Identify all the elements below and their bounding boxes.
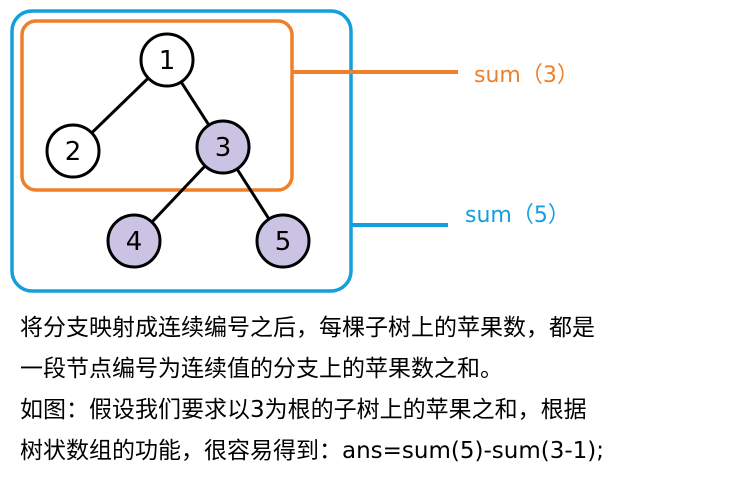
caption-text: 将分支映射成连续编号之后，每棵子树上的苹果数，都是 一段节点编号为连续值的分支上…	[20, 308, 740, 472]
node-circle-2	[45, 123, 101, 179]
caption-line-3: 如图：假设我们要求以3为根的子树上的苹果之和，根据	[20, 397, 587, 423]
node-label-3: 3	[215, 133, 232, 163]
node-circle-3	[195, 119, 251, 175]
sum3-label: sum（3）	[474, 63, 579, 88]
node-label-5: 5	[275, 227, 292, 257]
tree-edges	[71, 58, 285, 243]
node-circle-4	[106, 213, 162, 269]
sum5-box	[10, 9, 353, 293]
tree-node-2: 2	[45, 123, 101, 179]
tree-node-1: 1	[139, 32, 195, 88]
caption-line-2: 一段节点编号为连续值的分支上的苹果数之和。	[20, 356, 503, 382]
tree-node-5: 5	[255, 213, 311, 269]
tree-node-3: 3	[195, 119, 251, 175]
tree-diagram: 1 2 3 4 5 sum（3） sum（5）	[10, 9, 579, 293]
caption-line-1: 将分支映射成连续编号之后，每棵子树上的苹果数，都是	[20, 315, 595, 341]
tree-node-4: 4	[106, 213, 162, 269]
node-label-4: 4	[126, 227, 143, 257]
sum5-label: sum（5）	[465, 203, 570, 228]
sum3-box	[20, 19, 294, 192]
node-label-1: 1	[159, 46, 176, 76]
caption-line-4: 树状数组的功能，很容易得到：ans=sum(5)-sum(3-1);	[20, 438, 604, 464]
node-circle-1	[139, 32, 195, 88]
node-circle-5	[255, 213, 311, 269]
node-label-2: 2	[65, 137, 82, 167]
tree-nodes: 1 2 3 4 5	[45, 32, 311, 269]
